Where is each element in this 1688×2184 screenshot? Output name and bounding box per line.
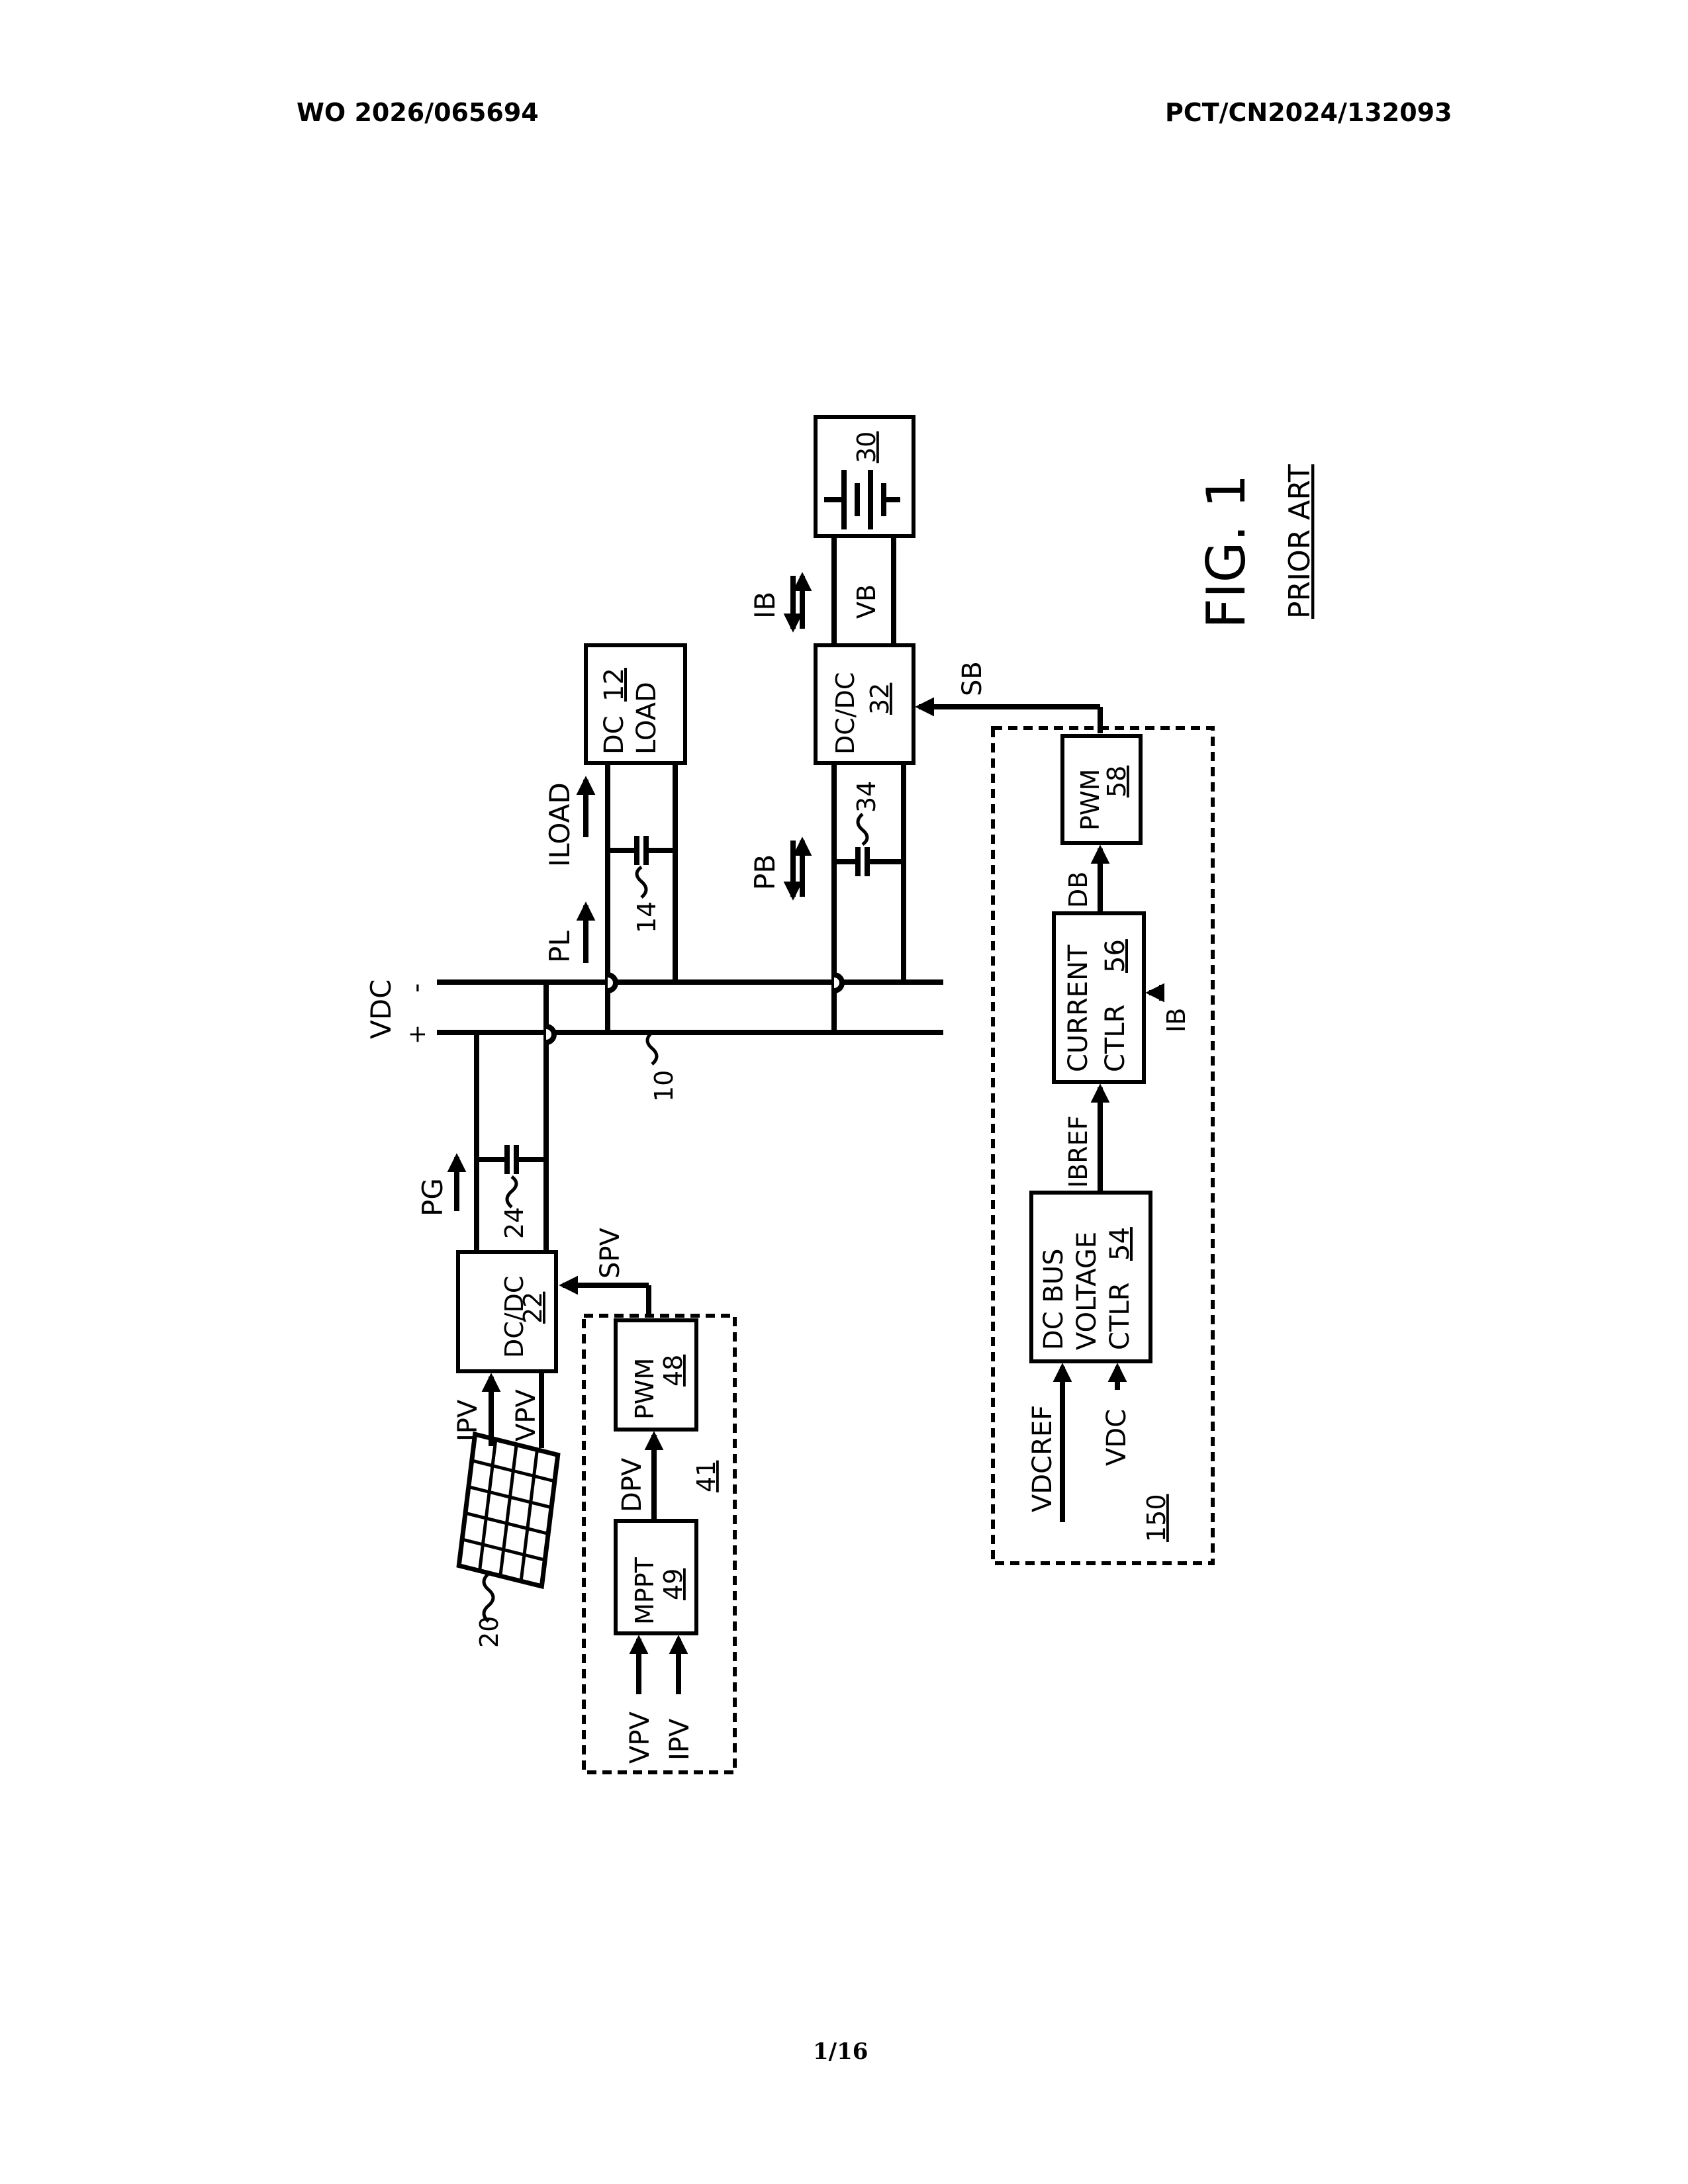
ib-feedback-label: IB (1162, 1008, 1191, 1032)
vdcref-label: VDCREF (1027, 1405, 1058, 1512)
battery-cap-leader (858, 814, 867, 844)
vdc-feedback-label: VDC (1102, 1409, 1132, 1466)
figure-title: FIG. 1 (1196, 475, 1257, 629)
bus-voltage-controller-line1: DC BUS (1039, 1248, 1069, 1350)
battery-dcdc-label: DC/DC (831, 672, 860, 754)
load-power-label: PL (543, 931, 576, 963)
pv-pwm-label: PWM (630, 1358, 659, 1420)
battery-controller-ref: 150 (1142, 1494, 1171, 1542)
pv-cap-leader (507, 1177, 516, 1207)
dc-load-ref: 12 (599, 668, 630, 702)
bus-leader (647, 1032, 657, 1064)
dc-load-line1: DC (599, 715, 630, 754)
load-wire-crossover (608, 975, 616, 991)
mppt-group-ref: 41 (692, 1461, 721, 1492)
pv-pwm-ref: 48 (659, 1355, 688, 1387)
current-controller-line1: CURRENT (1063, 944, 1094, 1072)
mppt-vpv-input-label: VPV (625, 1711, 655, 1764)
pv-power-label: PG (416, 1178, 449, 1216)
battery-voltage-label: VB (852, 584, 881, 619)
battery-power-label: PB (749, 854, 781, 890)
battery-pwm-ref: 58 (1102, 766, 1131, 797)
page-number: 1/16 (813, 2038, 868, 2065)
bus-voltage-controller-line2: VOLTAGE (1072, 1232, 1102, 1350)
solar-panel-icon (459, 1434, 558, 1586)
current-controller-line2: CTLR (1100, 1005, 1131, 1072)
ibref-label: IBREF (1064, 1115, 1093, 1188)
db-label: DB (1064, 872, 1093, 908)
bus-plus-sign: + (404, 1024, 431, 1044)
load-current-label: ILOAD (543, 782, 576, 867)
current-controller-ref: 56 (1100, 939, 1131, 973)
spv-label: SPV (595, 1227, 626, 1279)
load-cap-ref: 14 (632, 901, 661, 933)
pv-voltage-label: VPV (511, 1389, 541, 1441)
pv-leader (484, 1574, 493, 1621)
battery-wire-crossover (834, 975, 842, 991)
figure-caption: PRIOR ART (1283, 464, 1317, 619)
sb-label: SB (957, 661, 988, 696)
load-cap-leader (637, 867, 646, 897)
mppt-ipv-input-label: IPV (665, 1718, 695, 1760)
bus-minus-sign: - (401, 983, 432, 993)
battery-cap-ref: 34 (852, 781, 881, 813)
pv-cap-ref: 24 (500, 1207, 529, 1239)
battery-ref: 30 (852, 432, 881, 463)
bus-ref: 10 (649, 1070, 679, 1102)
bus-voltage-controller-ref: 54 (1105, 1227, 1135, 1261)
dpv-label: DPV (617, 1457, 647, 1512)
battery-current-label: IB (749, 592, 781, 619)
pv-wire-crossover (546, 1026, 554, 1042)
mppt-label: MPPT (630, 1557, 659, 1625)
battery-pwm-label: PWM (1076, 769, 1105, 831)
bus-voltage-controller-line3: CTLR (1105, 1283, 1135, 1350)
bus-voltage-label: VDC (365, 979, 397, 1039)
pv-ref: 20 (475, 1616, 504, 1648)
pv-current-label: IPV (453, 1399, 483, 1441)
pv-dcdc-ref: 22 (518, 1292, 547, 1324)
mppt-ref: 49 (659, 1569, 688, 1600)
dc-load-line2: LOAD (632, 682, 662, 754)
battery-dcdc-ref: 32 (865, 683, 894, 715)
